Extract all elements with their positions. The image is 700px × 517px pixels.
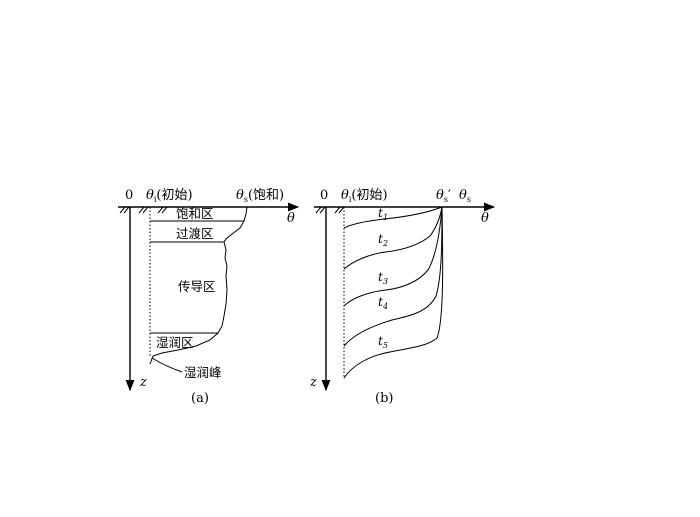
time-label-t3: t3 [378,269,388,286]
panel-b-caption: (b) [375,391,393,406]
time-label-t1: t1 [378,205,388,222]
wetting-front-leader [151,357,183,373]
panel-b-ground-hatch [315,206,345,214]
curve-t2 [343,206,443,270]
time-label-t4: t4 [378,294,388,311]
panel-b: 0 θi(初始) θs′ θs θ z t1 t2 t3 t4 t5 (b) [309,188,496,406]
panel-a-caption: (a) [191,391,209,406]
curve-t3 [343,206,443,307]
panel-b-theta-s-prime-label: θs′ [436,188,451,204]
curve-t1 [343,206,443,229]
zone-wetting-label: 湿润区 [156,335,194,350]
zone-saturated-label: 饱和区 [176,206,214,221]
panel-b-theta-i-label: θi(初始) [341,188,388,204]
panel-b-theta-axis-label: θ [481,211,489,226]
panel-a-theta-axis-label: θ [287,211,295,226]
panel-b-z-axis-label: z [309,375,317,390]
panel-b-origin-label: 0 [320,188,328,203]
panel-a-ground-hatch [119,206,168,214]
zone-transition-label: 过渡区 [176,226,214,241]
curve-t4 [343,206,443,347]
panel-a-theta-s-label: θs(饱和) [236,188,284,204]
time-label-t2: t2 [378,231,388,248]
zone-conduction-label: 传导区 [178,279,216,294]
wetting-front-label: 湿润峰 [184,365,222,380]
panel-a-theta-i-label: θi(初始) [146,188,193,204]
curve-t5 [343,206,444,379]
panel-a: 0 θi(初始) θs(饱和) θ z 饱和区 过渡区 传导区 湿润区 湿润峰 [118,188,300,406]
panel-b-theta-s-label: θs [459,188,471,204]
panel-a-z-axis-label: z [139,375,147,390]
panel-a-origin-label: 0 [125,188,133,203]
time-label-t5: t5 [378,333,388,350]
panel-a-moisture-profile [149,206,248,365]
